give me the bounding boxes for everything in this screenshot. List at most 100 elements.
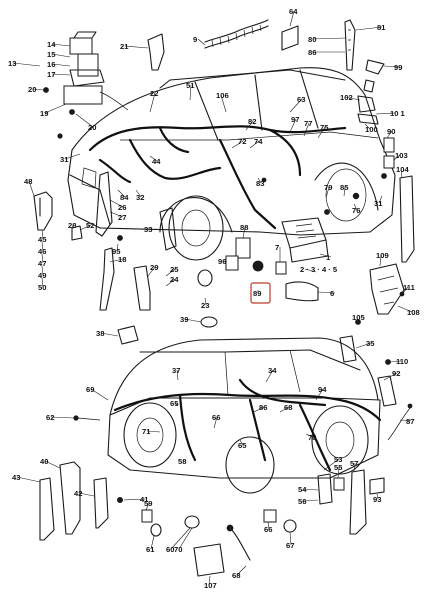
- callout-c102: 102: [340, 93, 353, 102]
- callout-c88: 88: [240, 223, 248, 232]
- callout-c79: 79: [324, 183, 332, 192]
- leader-line-c97: [289, 118, 297, 133]
- leader-line-c59: [145, 502, 150, 511]
- leader-line-c84: [117, 189, 126, 198]
- callout-c90: 90: [387, 127, 395, 136]
- callout-c66: 66: [212, 413, 220, 422]
- callout-c56: 56: [298, 497, 306, 506]
- leader-line-c9: [197, 38, 206, 46]
- leader-line-c58: [182, 459, 185, 462]
- callout-c15: 15: [47, 50, 56, 59]
- callout-c95: 95: [112, 247, 121, 256]
- callout-c101: 10 1: [390, 109, 406, 118]
- callout-c49: 49: [38, 271, 46, 280]
- callout-c69: 69: [86, 385, 94, 394]
- leader-line-c95: [116, 243, 119, 252]
- callout-c29: 29: [150, 263, 158, 272]
- leader-line-c72: [231, 140, 244, 149]
- callout-c25: 25: [170, 265, 179, 274]
- callout-c18: 18: [118, 255, 126, 264]
- callout-c17: 17: [47, 70, 55, 79]
- leader-line-c88: [242, 226, 246, 239]
- leader-line-c54: [302, 488, 319, 491]
- callout-c109: 109: [376, 251, 389, 260]
- callout-c9: 9: [193, 35, 197, 44]
- callout-c96: 96: [218, 257, 226, 266]
- leader-line-c6: [317, 291, 336, 294]
- leader-line-c71: [146, 430, 161, 433]
- callout-c87: 87: [406, 417, 414, 426]
- callout-c14: 14: [47, 40, 56, 49]
- callout-c59: 59: [144, 499, 152, 508]
- callout-c35: 35: [366, 339, 375, 348]
- leader-line-c75: [317, 126, 326, 139]
- callout-c47: 47: [38, 259, 46, 268]
- leader-line-c93: [376, 493, 379, 500]
- leader-line-c68: [279, 406, 290, 413]
- leader-line-c19: [44, 103, 67, 114]
- callout-c20a: 20: [28, 85, 36, 94]
- leader-line-c46: [41, 241, 44, 252]
- callout-c13: 13: [8, 59, 16, 68]
- callout-c7: 7: [275, 243, 279, 252]
- highlight-89: [250, 282, 271, 304]
- callout-c64: 64: [289, 7, 298, 16]
- components: [33, 19, 415, 577]
- leader-line-c69: [90, 388, 109, 401]
- leader-line-c1: [319, 253, 332, 258]
- leader-line-c99: [383, 65, 400, 68]
- leader-line-c56: [302, 499, 319, 502]
- leader-line-c70: [178, 527, 193, 550]
- leader-line-c96: [222, 260, 227, 263]
- leader-line-c43: [16, 476, 41, 483]
- leader-line-c82: [245, 120, 254, 131]
- callout-c23: 23: [201, 301, 209, 310]
- callout-c85: 85: [340, 183, 349, 192]
- leader-line-c61: [150, 535, 155, 550]
- callout-c104: 104: [396, 165, 409, 174]
- callout-c39: 39: [180, 315, 188, 324]
- callout-c52: 52: [86, 221, 94, 230]
- callout-c81: 81: [377, 23, 386, 32]
- callout-c66b: 66: [264, 525, 272, 534]
- leader-line-c31a: [64, 153, 81, 160]
- leader-line-c42: [78, 492, 95, 497]
- leader-line-c50: [41, 277, 44, 288]
- callout-c1: 1: [326, 253, 331, 262]
- callout-layer: 6492114151617132019202251106826380868199…: [8, 7, 420, 590]
- callout-c43: 43: [12, 473, 20, 482]
- callout-c26: 26: [118, 203, 126, 212]
- leader-line-c101: [375, 112, 396, 115]
- callout-c92: 92: [392, 369, 400, 378]
- callout-c55: 55: [334, 463, 343, 472]
- callout-c110: 110: [396, 357, 408, 366]
- callout-c2345: 2 · 3 · 4 · 5: [300, 265, 338, 274]
- leader-line-c66: [213, 416, 218, 429]
- callout-c105: 105: [352, 313, 365, 322]
- callout-c27: 27: [118, 213, 126, 222]
- leader-line-c67: [289, 531, 292, 546]
- callout-c16: 16: [47, 60, 55, 69]
- leader-line-c65b: [239, 439, 244, 446]
- leader-line-c107: [208, 575, 211, 586]
- callout-c31a: 31: [60, 155, 69, 164]
- callout-c6: 6: [330, 289, 334, 298]
- leader-line-c63: [289, 98, 303, 113]
- leader-line-c18: [109, 258, 124, 263]
- callout-c57: 57: [350, 459, 358, 468]
- leader-line-c105: [356, 316, 359, 323]
- leader-line-c62: [50, 416, 75, 419]
- leader-line-c20a: [32, 88, 45, 91]
- leader-line-c33: [148, 228, 161, 231]
- callout-c70: 70: [174, 545, 182, 554]
- leader-line-c45: [41, 229, 44, 240]
- callout-c46: 46: [38, 247, 46, 256]
- leader-line-c34: [265, 369, 274, 383]
- leader-line-c103: [393, 154, 401, 161]
- leader-line-c110: [389, 360, 402, 363]
- lower-vehicle-outline: [107, 337, 382, 494]
- callout-c53: 53: [334, 455, 342, 464]
- leader-line-c37: [176, 369, 179, 381]
- callout-c34: 34: [268, 366, 277, 375]
- leader-line-c31b: [378, 195, 383, 204]
